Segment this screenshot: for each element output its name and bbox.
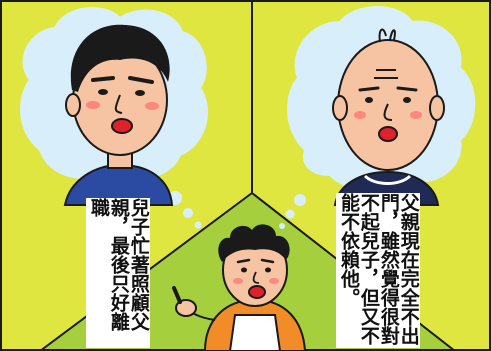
son-ear (65, 93, 81, 117)
son-cheek-right (145, 102, 159, 110)
father-hair-strands (378, 28, 396, 43)
son-eyebrow-left (91, 76, 115, 82)
son-eyebrow-right (128, 76, 154, 84)
mother-eye-left (241, 267, 247, 273)
son-eye-right (135, 90, 145, 96)
mother-eyebrows (236, 258, 275, 264)
son-hair (70, 24, 170, 92)
mother-character (172, 224, 307, 351)
father-character (332, 28, 445, 206)
son-nose (114, 94, 123, 114)
father-collar (363, 174, 412, 185)
father-nose (383, 103, 393, 121)
mother-pointing-finger (172, 286, 182, 304)
father-cheek-right (410, 111, 422, 119)
father-eye-left (365, 97, 373, 103)
son-character (63, 24, 174, 206)
father-eye-right (403, 97, 411, 103)
father-ear-left (332, 95, 348, 121)
mother-cheek-left (233, 278, 243, 284)
father-forehead-wrinkles (374, 69, 398, 79)
caption-left: 兒子忙著照顧父親，最後只好離職 (86, 198, 150, 348)
mother-apron (228, 314, 282, 351)
mother-nose (252, 271, 260, 284)
father-mouth (378, 126, 398, 142)
mother-hand (175, 299, 197, 317)
caption-right: 父親現在完全不出門，雖然覺得很對不起兒子，但又不能不依賴他。 (336, 193, 420, 348)
son-cheek-left (86, 101, 100, 109)
mother-curly-hair (218, 224, 290, 262)
mother-cheek-right (269, 278, 279, 284)
father-ear-right (429, 95, 445, 121)
father-eyebrows (358, 86, 418, 92)
mother-eye-right (265, 267, 271, 273)
father-cheek-left (354, 111, 366, 119)
mother-mouth (248, 285, 266, 299)
son-eye-left (98, 89, 108, 95)
son-mouth (111, 118, 133, 134)
